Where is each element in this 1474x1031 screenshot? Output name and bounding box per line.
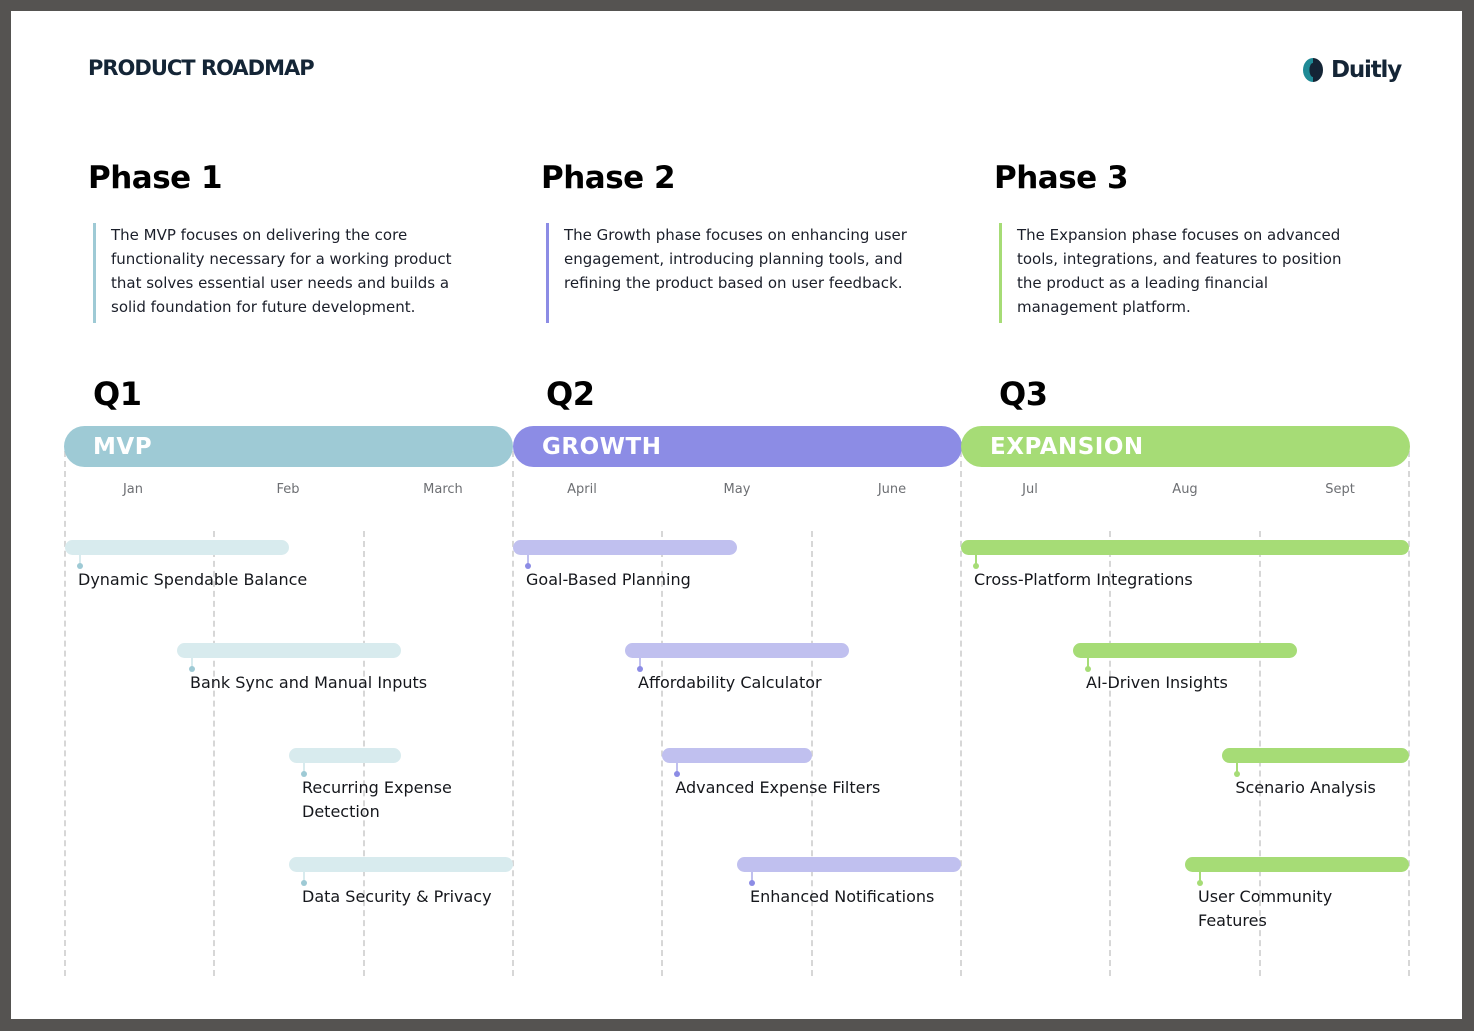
- task-marker-stem: [303, 871, 305, 883]
- quarter-label-q3: Q3: [999, 375, 1048, 413]
- month-label: Feb: [276, 482, 300, 497]
- task-marker-stem: [1199, 871, 1201, 883]
- task-marker-dot: [189, 666, 195, 672]
- task-marker-dot: [674, 771, 681, 777]
- quarter-label-q2: Q2: [546, 375, 595, 413]
- task-bar: [289, 857, 513, 872]
- task-marker-stem: [79, 554, 81, 566]
- month-label: Jul: [1022, 482, 1038, 497]
- phase-3: Phase 3 The Expansion phase focuses on ad…: [994, 160, 1394, 323]
- month-label: Aug: [1172, 482, 1198, 497]
- task-label: Affordability Calculator: [638, 673, 822, 692]
- task-marker-dot: [637, 666, 643, 672]
- month-gridline: [64, 451, 66, 976]
- month-gridline: [1109, 531, 1112, 976]
- task-marker-dot: [749, 880, 755, 886]
- task-label: Goal-Based Planning: [526, 570, 691, 589]
- logo-text: Duitly: [1330, 57, 1402, 83]
- task-bar: [1185, 857, 1409, 872]
- task-marker-stem: [527, 554, 529, 566]
- brand-logo: Duitly: [1302, 55, 1402, 85]
- task-marker-dot: [973, 563, 979, 569]
- task-marker-dot: [525, 563, 531, 569]
- task-marker-dot: [1197, 880, 1203, 886]
- task-label: Bank Sync and Manual Inputs: [190, 673, 428, 692]
- phase-1: Phase 1 The MVP focuses on delivering the…: [88, 160, 488, 323]
- task-bar: [177, 643, 401, 658]
- phase-title: Phase 3: [994, 160, 1129, 196]
- task-label: AI-Driven Insights: [1086, 673, 1228, 692]
- phase-title: Phase 1: [88, 160, 223, 196]
- phase-description: The MVP focuses on delivering the core f…: [93, 223, 455, 323]
- phase-description: The Expansion phase focuses on advanced …: [999, 223, 1361, 323]
- task-marker-stem: [639, 657, 641, 669]
- task-bar: [1222, 748, 1409, 763]
- stage-band-expansion: EXPANSION: [961, 426, 1410, 467]
- month-gridline: [810, 531, 813, 976]
- phase-description: The Growth phase focuses on enhancing us…: [546, 223, 908, 323]
- phase-2: Phase 2 The Growth phase focuses on enhan…: [541, 160, 941, 323]
- task-marker-dot: [301, 880, 307, 886]
- task-marker-dot: [77, 563, 83, 569]
- month-gridline: [213, 531, 216, 976]
- stage-band-mvp: MVP: [64, 426, 513, 467]
- task-marker-dot: [1234, 771, 1241, 777]
- month-label: Sept: [1325, 482, 1355, 497]
- task-marker-dot: [1085, 666, 1091, 672]
- task-label: Cross-Platform Integrations: [974, 570, 1193, 589]
- task-marker-stem: [1087, 657, 1089, 669]
- task-marker-stem: [751, 871, 753, 883]
- task-label: Recurring Expense Detection: [302, 778, 452, 821]
- task-marker-stem: [676, 762, 679, 774]
- task-label: User Community Features: [1198, 887, 1333, 930]
- task-bar: [513, 540, 737, 555]
- month-label: March: [423, 482, 463, 497]
- task-marker-dot: [301, 771, 307, 777]
- task-label: Data Security & Privacy: [302, 887, 492, 906]
- month-label: June: [877, 482, 907, 497]
- page-title: PRODUCT ROADMAP: [88, 56, 315, 80]
- month-label: May: [723, 482, 751, 497]
- task-bar: [625, 643, 849, 658]
- month-label: Jan: [122, 482, 144, 497]
- task-marker-stem: [191, 657, 193, 669]
- task-bar: [289, 748, 401, 763]
- task-bar: [65, 540, 289, 555]
- task-marker-stem: [975, 554, 977, 566]
- roadmap-page: PRODUCT ROADMAP Duitly Phase 1 The MVP fo…: [11, 11, 1462, 1019]
- task-label: Scenario Analysis: [1235, 778, 1376, 797]
- task-label: Dynamic Spendable Balance: [78, 570, 308, 589]
- task-bar: [737, 857, 961, 872]
- task-bar: [1073, 643, 1297, 658]
- stage-band-growth: GROWTH: [513, 426, 962, 467]
- month-label: April: [567, 482, 597, 497]
- task-marker-stem: [303, 762, 305, 774]
- month-gridline: [960, 451, 962, 976]
- task-bar: [662, 748, 812, 763]
- phase-title: Phase 2: [541, 160, 676, 196]
- task-bar: [961, 540, 1409, 555]
- task-marker-stem: [1236, 762, 1239, 774]
- task-label: Enhanced Notifications: [750, 887, 935, 906]
- duitly-logo-icon: [1302, 58, 1323, 82]
- quarter-label-q1: Q1: [93, 375, 142, 413]
- month-gridline: [512, 451, 514, 976]
- month-gridline: [1408, 451, 1410, 976]
- task-label: Advanced Expense Filters: [675, 778, 881, 797]
